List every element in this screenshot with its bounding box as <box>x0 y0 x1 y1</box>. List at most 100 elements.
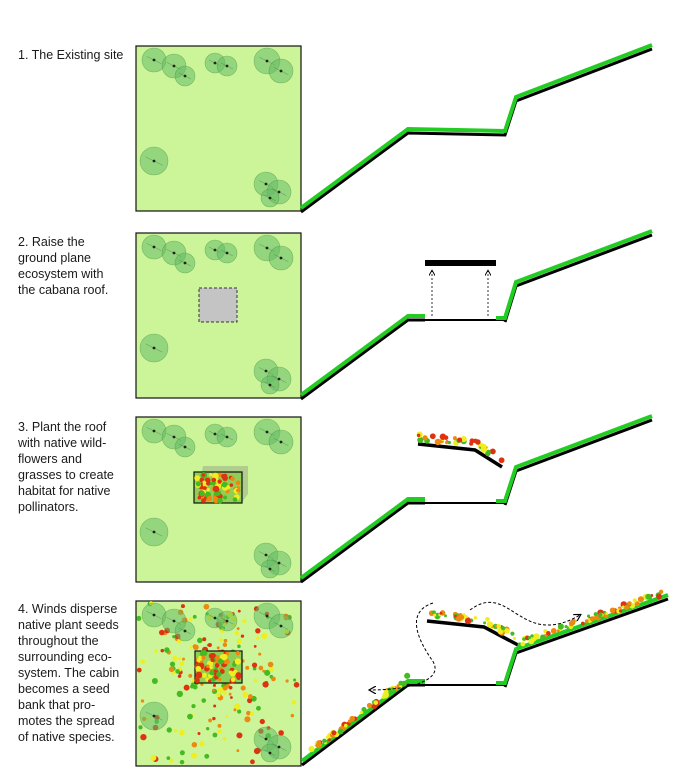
trees-3 <box>139 418 294 579</box>
roof-flowers-4 <box>194 649 242 684</box>
flower <box>656 593 662 600</box>
seed <box>225 715 229 718</box>
flower <box>598 612 603 617</box>
seed <box>154 649 158 653</box>
tree-trunk <box>213 616 217 620</box>
flower <box>230 476 235 482</box>
flower <box>533 633 540 640</box>
tree-trunk <box>277 377 281 381</box>
flower <box>486 621 494 628</box>
seed <box>242 619 247 624</box>
roof-section-flowers-3 <box>416 431 505 464</box>
roof-flowers-3 <box>194 472 241 504</box>
seed <box>223 691 227 695</box>
tree-trunk <box>268 567 272 571</box>
seed <box>188 673 193 678</box>
seed <box>258 665 264 671</box>
flower <box>373 700 379 705</box>
seed <box>293 682 300 688</box>
seed <box>267 661 274 668</box>
tree-trunk <box>172 435 176 439</box>
flower <box>637 596 644 603</box>
seed <box>291 700 297 705</box>
flower <box>445 441 449 445</box>
flower <box>485 616 490 622</box>
flower <box>229 483 234 487</box>
seed <box>140 659 146 665</box>
seed <box>250 759 255 765</box>
seed <box>136 667 142 673</box>
flower <box>447 440 451 445</box>
seed <box>208 718 213 723</box>
seed <box>223 638 228 643</box>
flower <box>473 616 478 620</box>
tree-trunk <box>183 445 187 449</box>
flower <box>621 605 625 609</box>
step-4-caption: 4. Winds disperse native plant seeds thr… <box>18 602 120 744</box>
step-2-section <box>299 229 653 401</box>
seed <box>138 725 143 730</box>
flower <box>217 479 222 484</box>
seed <box>212 683 216 687</box>
flower <box>195 665 202 672</box>
seed <box>188 617 193 622</box>
trees-1 <box>139 47 294 208</box>
seed <box>219 638 223 642</box>
seed <box>228 685 233 690</box>
seed <box>236 627 240 631</box>
seed <box>271 676 276 682</box>
flower <box>331 730 337 736</box>
tree-trunk <box>279 624 283 628</box>
step-4-site-plan <box>135 600 302 767</box>
flower <box>216 671 222 677</box>
flower <box>214 663 220 668</box>
ground-profile-3-left <box>300 501 425 584</box>
seed <box>234 703 241 710</box>
flower <box>236 676 241 681</box>
flower <box>347 719 352 723</box>
seed <box>179 661 185 667</box>
seed <box>251 662 258 668</box>
wind-arrow-left <box>370 602 436 690</box>
flower <box>570 618 576 624</box>
seed <box>179 750 185 756</box>
flower <box>361 706 367 713</box>
seed <box>203 603 210 610</box>
seed <box>197 637 203 644</box>
flower <box>422 435 428 441</box>
flower <box>206 487 210 492</box>
seed <box>191 741 198 748</box>
seed <box>199 741 205 747</box>
seed <box>166 727 172 733</box>
ground-profile-2-left-grass <box>299 314 425 397</box>
flower <box>202 486 207 491</box>
seed <box>173 729 178 733</box>
flower <box>234 658 242 665</box>
cabana-roof-plan <box>198 287 238 323</box>
seed <box>293 678 297 682</box>
flower <box>343 723 348 728</box>
flower <box>486 449 491 455</box>
flower <box>457 437 463 443</box>
tree-trunk <box>152 58 156 62</box>
flower <box>316 740 322 745</box>
seed <box>228 692 232 696</box>
seed <box>176 639 182 644</box>
flower <box>589 616 595 622</box>
seed <box>222 642 228 648</box>
flower <box>235 480 241 486</box>
flower <box>504 628 510 634</box>
tree-trunk <box>152 429 156 433</box>
seed <box>169 758 174 763</box>
wind-arrow-right <box>469 601 580 626</box>
seed <box>179 759 185 765</box>
flower <box>645 593 652 600</box>
flower <box>464 617 472 625</box>
tree-trunk <box>264 737 268 741</box>
tree-trunk <box>213 248 217 252</box>
flower <box>337 728 344 735</box>
flower <box>366 702 373 709</box>
flower <box>217 497 223 504</box>
seed <box>258 652 262 656</box>
flower <box>236 488 241 493</box>
